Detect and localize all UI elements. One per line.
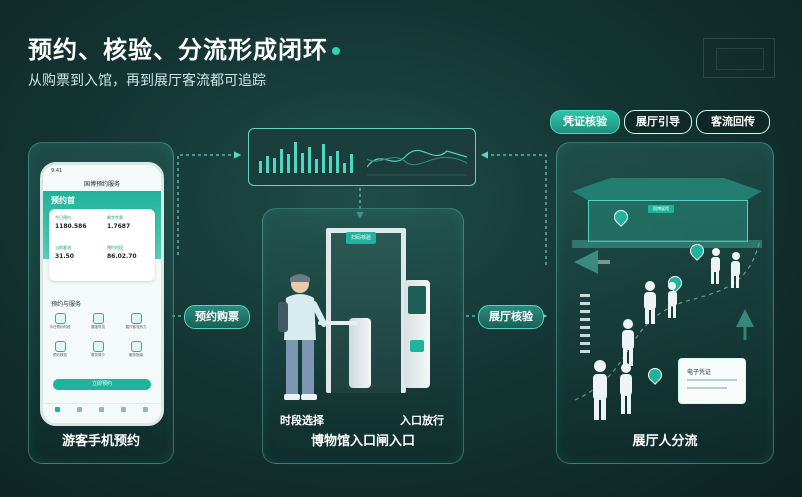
visitor-figure-icon [278,274,326,400]
service-icon[interactable] [131,341,142,352]
panel-label-phone: 游客手机预约 [61,434,140,449]
tab-hall-guide[interactable]: 展厅引导 [624,110,692,134]
verify-icon[interactable] [55,341,66,352]
panel-label-hall: 展厅人分流 [632,434,698,449]
analytics-dashboard [248,128,476,186]
dashboard-bar [308,147,311,173]
stat-value: 1180.586 [55,223,87,230]
stat-value: 1.7687 [107,223,131,230]
heatmap-icon[interactable] [131,313,142,324]
phone-bottom-nav [43,403,161,420]
icon-label: 展厅客流热力 [125,325,147,329]
phone-section-title: 预约与服务 [51,301,82,308]
gate-sign: 扫码核验 [346,232,376,244]
icon-label: 服务指南 [129,353,143,357]
e-ticket-card: 电子凭证 [678,358,746,404]
dashboard-bar [266,156,269,173]
hall-check-badge: 展厅核验 [478,305,544,329]
dashboard-bar [350,154,353,173]
panel-label-gate: 博物馆入口闸入口 [310,434,415,449]
dashboard-bar [259,161,262,173]
tab-credential-check[interactable]: 凭证核验 [550,110,620,134]
schedule-icon[interactable] [55,313,66,324]
stat-label: 剩余余票 [107,215,123,220]
icon-label: 今日预约时段 [49,325,71,329]
dashboard-bar [294,142,297,173]
museum-sign: 国博展馆 [648,205,674,213]
decorative-frame-inner [716,48,764,70]
museum-roof [572,178,762,200]
icon-label: 展览简介 [91,353,105,357]
kiosk-screen [408,286,426,314]
dashboard-bar [322,144,325,173]
dashboard-bar-chart [259,129,359,185]
stat-label: 今日预约 [55,215,71,220]
stat-value: 31.50 [55,253,74,260]
dashboard-line-chart [367,149,467,176]
museum-base [572,240,762,248]
icon-label: 预约核验 [53,353,67,357]
nav-exhibit-icon[interactable] [99,407,104,412]
dashboard-bar [315,159,318,173]
info-icon[interactable] [93,341,104,352]
dashboard-bar [336,151,339,173]
phone-stats-card: 今日预约 1180.586 剩余余票 1.7687 当前客流 31.50 预约时… [49,209,155,281]
book-now-button[interactable]: 立即预约 [53,379,151,390]
stat-value: 86.02.70 [107,253,137,260]
ticket-text: 电子凭证 [687,369,712,376]
nav-profile-icon[interactable] [143,407,148,412]
page-subtitle: 从购票到入馆，再到展厅客流都可追踪 [28,73,266,89]
stat-label: 当前客流 [55,245,71,250]
dashboard-bar [329,156,332,173]
booking-badge: 预约购票 [184,305,250,329]
turnstile-arm [318,321,358,325]
phone-mockup: 9:41 国博预约服务 预约首 请输入搜索展览 / 服务 / 开放时间 今日预约… [40,162,164,426]
phone-status-time: 9:41 [51,168,63,174]
phone-app-title: 国博预约服务 [83,181,120,188]
nav-booking-icon[interactable] [77,407,82,412]
dashboard-bar [280,149,283,173]
phone-head-title: 预约首 [51,196,75,205]
nav-service-icon[interactable] [121,407,126,412]
title-dot-icon [332,47,340,55]
turnstile [349,318,371,388]
visitor-crowd-icon [580,248,740,420]
tab-flow-feedback[interactable]: 客流回传 [696,110,770,134]
gate-caption-right: 入口放行 [400,414,444,427]
dashboard-bar [273,158,276,173]
gate-caption-left: 时段选择 [280,414,324,427]
page-title: 预约、核验、分流形成闭环 [28,30,340,65]
nav-home-icon[interactable] [55,407,60,412]
kiosk-qr-icon [410,340,424,352]
stat-label: 预约时段 [107,245,123,250]
guide-icon[interactable] [93,313,104,324]
dashboard-bar [287,154,290,173]
decorative-frame [703,38,775,78]
dashboard-bar [301,153,304,173]
icon-label: 展馆导览 [91,325,105,329]
dashboard-bar [343,163,346,173]
